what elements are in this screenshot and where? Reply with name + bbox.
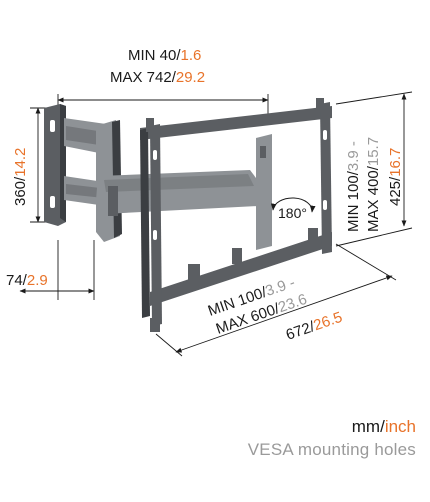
frame-height-text: 425/16.7 — [387, 148, 404, 206]
vesa-v-min-text: MIN 100/3.9 - — [345, 141, 362, 232]
unit-mm: mm/ — [351, 417, 385, 436]
frame-width-text: 672/26.5 — [284, 309, 345, 344]
vesa-v-max-text: MAX 400/15.7 — [365, 137, 382, 232]
rotation-indicator: 180° — [270, 197, 316, 221]
frame-height-dimension: 425/16.7 — [335, 91, 413, 247]
wall-depth-text: 74/2.9 — [6, 272, 48, 289]
width-dimension: MIN 40/1.6 MAX 742/29.2 — [57, 47, 269, 222]
wall-depth-dimension: 74/2.9 — [6, 240, 95, 300]
width-min-text: MIN 40/1.6 — [128, 47, 201, 64]
legend: mm/inch VESA mounting holes — [248, 416, 416, 462]
wall-plate — [44, 104, 66, 226]
unit-inch: inch — [384, 417, 416, 436]
vesa-vertical-label: MIN 100/3.9 - MAX 400/15.7 — [345, 137, 382, 232]
unit-legend: mm/inch — [248, 416, 416, 438]
wall-height-text: 360/14.2 — [12, 148, 29, 206]
width-max-text: MAX 742/29.2 — [110, 69, 205, 86]
rotation-text: 180° — [278, 205, 307, 221]
vesa-caption: VESA mounting holes — [247, 440, 416, 459]
articulating-arm — [64, 118, 262, 242]
